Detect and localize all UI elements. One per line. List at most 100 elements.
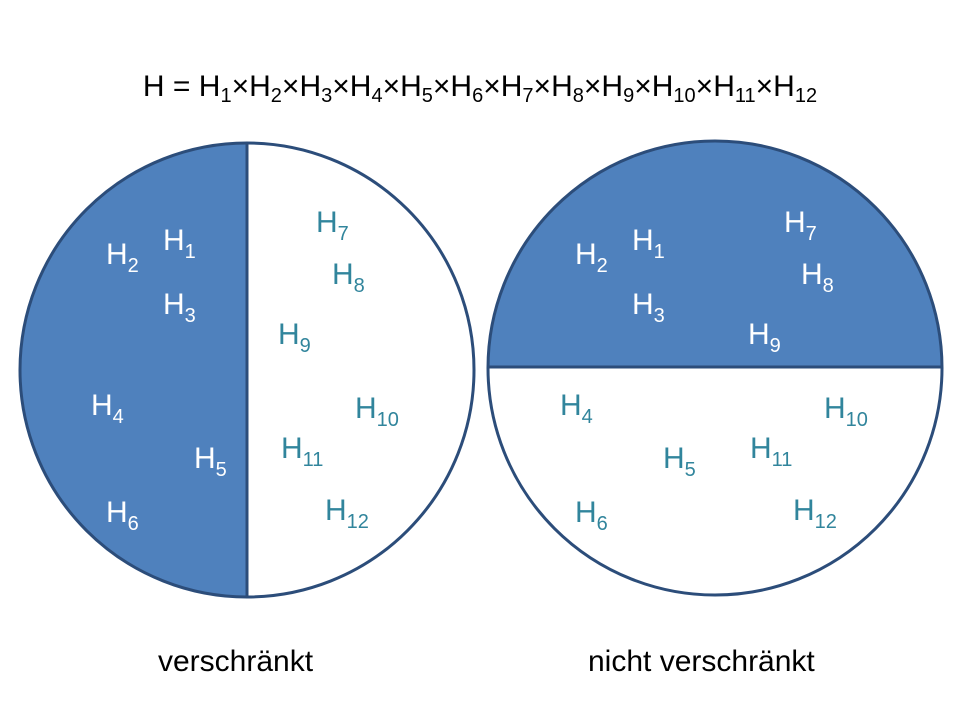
space-label-h5: H5 [663, 442, 696, 481]
space-label-h10: H10 [824, 392, 868, 431]
space-label-base: H [91, 389, 113, 422]
entangled-filled-half [20, 143, 248, 597]
space-label-index: 11 [303, 449, 324, 471]
space-label-base: H [575, 238, 597, 271]
space-label-h4: H4 [560, 389, 593, 428]
formula-factor: H [713, 70, 735, 103]
formula-equals: = [164, 70, 199, 103]
space-label-index: 9 [300, 335, 311, 357]
space-label-h8: H8 [801, 258, 834, 297]
space-label-index: 8 [354, 275, 365, 297]
formula-factor: H [400, 70, 422, 103]
formula-index: 4 [371, 85, 383, 107]
formula-times: × [583, 70, 602, 103]
space-label-base: H [575, 496, 597, 529]
space-label-h1: H1 [632, 224, 665, 263]
space-label-h4: H4 [91, 389, 124, 428]
formula-times: × [332, 70, 350, 103]
formula-factor: H [450, 70, 473, 103]
formula-index: 6 [472, 85, 484, 107]
formula-factor: H [651, 70, 674, 103]
formula-index: 2 [270, 85, 282, 107]
space-label-index: 12 [815, 511, 837, 533]
space-label-index: 2 [128, 255, 139, 277]
space-label-h1: H1 [163, 224, 196, 263]
formula-index: 12 [794, 85, 818, 107]
formula-factor: H [500, 70, 523, 103]
space-label-h11: H11 [750, 432, 792, 471]
formula-times: × [382, 70, 401, 103]
space-label-index: 7 [338, 223, 349, 245]
space-label-index: 6 [128, 513, 139, 535]
space-label-h9: H9 [278, 318, 311, 357]
space-label-h11: H11 [281, 432, 323, 471]
space-label-base: H [194, 442, 216, 475]
formula-factor: H [349, 70, 372, 103]
space-label-base: H [316, 206, 338, 239]
space-label-base: H [793, 494, 815, 527]
space-label-index: 1 [654, 241, 665, 263]
space-label-index: 11 [772, 449, 793, 471]
space-label-index: 3 [185, 305, 196, 327]
not-entangled-circle-outline [486, 139, 944, 597]
formula-index: 1 [220, 85, 232, 107]
space-label-base: H [106, 496, 128, 529]
space-label-base: H [278, 318, 300, 351]
space-label-base: H [332, 258, 354, 291]
space-label-h6: H6 [575, 496, 608, 535]
space-label-h7: H7 [784, 206, 817, 245]
not-entangled-filled-cap [488, 140, 942, 367]
space-label-base: H [824, 392, 846, 425]
space-label-base: H [163, 224, 185, 257]
space-label-base: H [801, 258, 823, 291]
formula-times: × [231, 70, 250, 103]
formula-factor: H [773, 70, 795, 103]
space-label-index: 10 [846, 409, 868, 431]
space-label-base: H [355, 392, 377, 425]
formula-times: × [432, 70, 451, 103]
entangled-circle-outline [18, 141, 476, 599]
space-label-base: H [325, 494, 347, 527]
space-label-base: H [163, 288, 185, 321]
space-label-h3: H3 [632, 288, 665, 327]
formula-times: × [695, 70, 714, 103]
space-label-h12: H12 [325, 494, 369, 533]
space-label-h2: H2 [575, 238, 608, 277]
caption-entangled: verschränkt [158, 645, 314, 678]
space-label-h5: H5 [194, 442, 227, 481]
space-label-h7: H7 [316, 206, 349, 245]
space-label-index: 10 [377, 409, 399, 431]
space-label-index: 4 [582, 406, 593, 428]
space-label-index: 3 [654, 305, 665, 327]
space-label-index: 2 [597, 255, 608, 277]
space-label-index: 8 [823, 275, 834, 297]
space-label-h3: H3 [163, 288, 196, 327]
space-label-index: 4 [113, 406, 124, 428]
formula-times: × [634, 70, 652, 103]
formula-factor: H [299, 70, 322, 103]
space-label-base: H [632, 288, 654, 321]
formula-index: 7 [522, 85, 534, 107]
formula-index: 11 [734, 85, 756, 107]
formula-times: × [281, 70, 300, 103]
space-label-base: H [281, 432, 303, 465]
formula-factor: H [601, 70, 624, 103]
space-label-base: H [560, 389, 582, 422]
space-label-base: H [663, 442, 685, 475]
space-label-index: 5 [216, 459, 227, 481]
space-label-h12: H12 [793, 494, 837, 533]
space-label-index: 6 [597, 513, 608, 535]
space-label-index: 1 [185, 241, 196, 263]
space-label-base: H [106, 238, 128, 271]
space-label-base: H [748, 318, 770, 351]
formula-index: 5 [421, 85, 433, 107]
formula-times: × [533, 70, 552, 103]
space-label-h6: H6 [106, 496, 139, 535]
space-label-h9: H9 [748, 318, 781, 357]
space-label-base: H [784, 206, 806, 239]
